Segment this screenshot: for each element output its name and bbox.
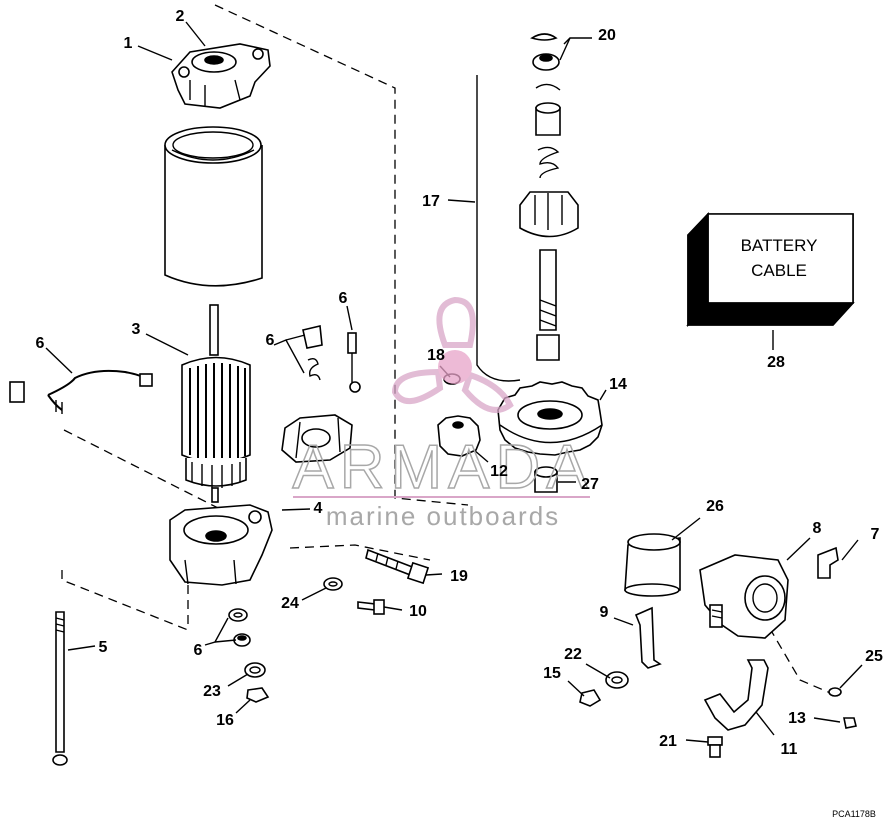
commutator-end-cap-part <box>169 504 273 586</box>
callout-4: 4 <box>314 500 323 517</box>
callout-27: 27 <box>581 476 599 493</box>
callout-17: 17 <box>422 193 440 210</box>
callout-13: 13 <box>788 710 806 727</box>
callout-24: 24 <box>281 595 299 612</box>
callout-3: 3 <box>132 321 141 338</box>
solenoid-hardware-group <box>579 671 857 758</box>
small-hardware-group <box>228 548 430 703</box>
callout-8: 8 <box>813 520 822 537</box>
callout-6-washers: 6 <box>194 642 203 659</box>
brush-plate-part <box>281 325 361 463</box>
drive-assembly-part <box>476 33 579 382</box>
callout-2: 2 <box>176 8 185 25</box>
callout-14: 14 <box>609 376 627 393</box>
callout-18: 18 <box>427 347 445 364</box>
callout-15: 15 <box>543 665 561 682</box>
callout-11: 11 <box>781 741 798 758</box>
watermark-tagline: marine outboards <box>326 501 560 531</box>
callout-6-harness: 6 <box>36 335 45 352</box>
battery-label-line1: BATTERY <box>741 236 818 255</box>
callout-12: 12 <box>490 463 508 480</box>
through-bolt-part <box>52 611 68 766</box>
wire-lead-part <box>9 369 153 414</box>
propeller-logo-icon <box>391 296 514 413</box>
callout-6-screw: 6 <box>339 290 348 307</box>
callout-28: 28 <box>767 354 785 371</box>
bushing-part <box>534 466 558 493</box>
elbow-terminal-part <box>817 546 839 579</box>
callout-21: 21 <box>659 733 677 750</box>
callout-22: 22 <box>564 646 582 663</box>
callout-1: 1 <box>124 35 133 52</box>
leader-lines <box>45 21 863 743</box>
callout-16: 16 <box>216 712 234 729</box>
straps-part <box>634 606 769 731</box>
callout-20: 20 <box>598 27 616 44</box>
solenoid-cover-part <box>624 533 681 597</box>
callout-9: 9 <box>600 604 609 621</box>
watermark: ARMADA marine outboards <box>292 296 593 531</box>
assembly-dashed-lines <box>61 4 836 696</box>
callout-labels: 1 2 3 6 6 6 4 5 6 23 16 24 10 19 17 18 2… <box>36 8 883 758</box>
end-cap-part <box>171 43 271 109</box>
large-gear-part <box>497 381 603 456</box>
battery-label-line2: CABLE <box>751 261 807 280</box>
callout-6-brushes: 6 <box>266 332 275 349</box>
callout-7: 7 <box>871 526 880 543</box>
callout-23: 23 <box>203 683 221 700</box>
figure-code: PCA1178B <box>832 809 876 819</box>
callout-10: 10 <box>409 603 427 620</box>
callout-25: 25 <box>865 648 883 665</box>
starter-frame-housing <box>164 126 263 287</box>
solenoid-part <box>699 554 789 639</box>
watermark-brand: ARMADA <box>292 433 593 502</box>
battery-cable-box: BATTERY CABLE <box>686 212 855 328</box>
callout-19: 19 <box>450 568 468 585</box>
callout-26: 26 <box>706 498 724 515</box>
armature-part <box>181 304 251 503</box>
callout-5: 5 <box>99 639 108 656</box>
